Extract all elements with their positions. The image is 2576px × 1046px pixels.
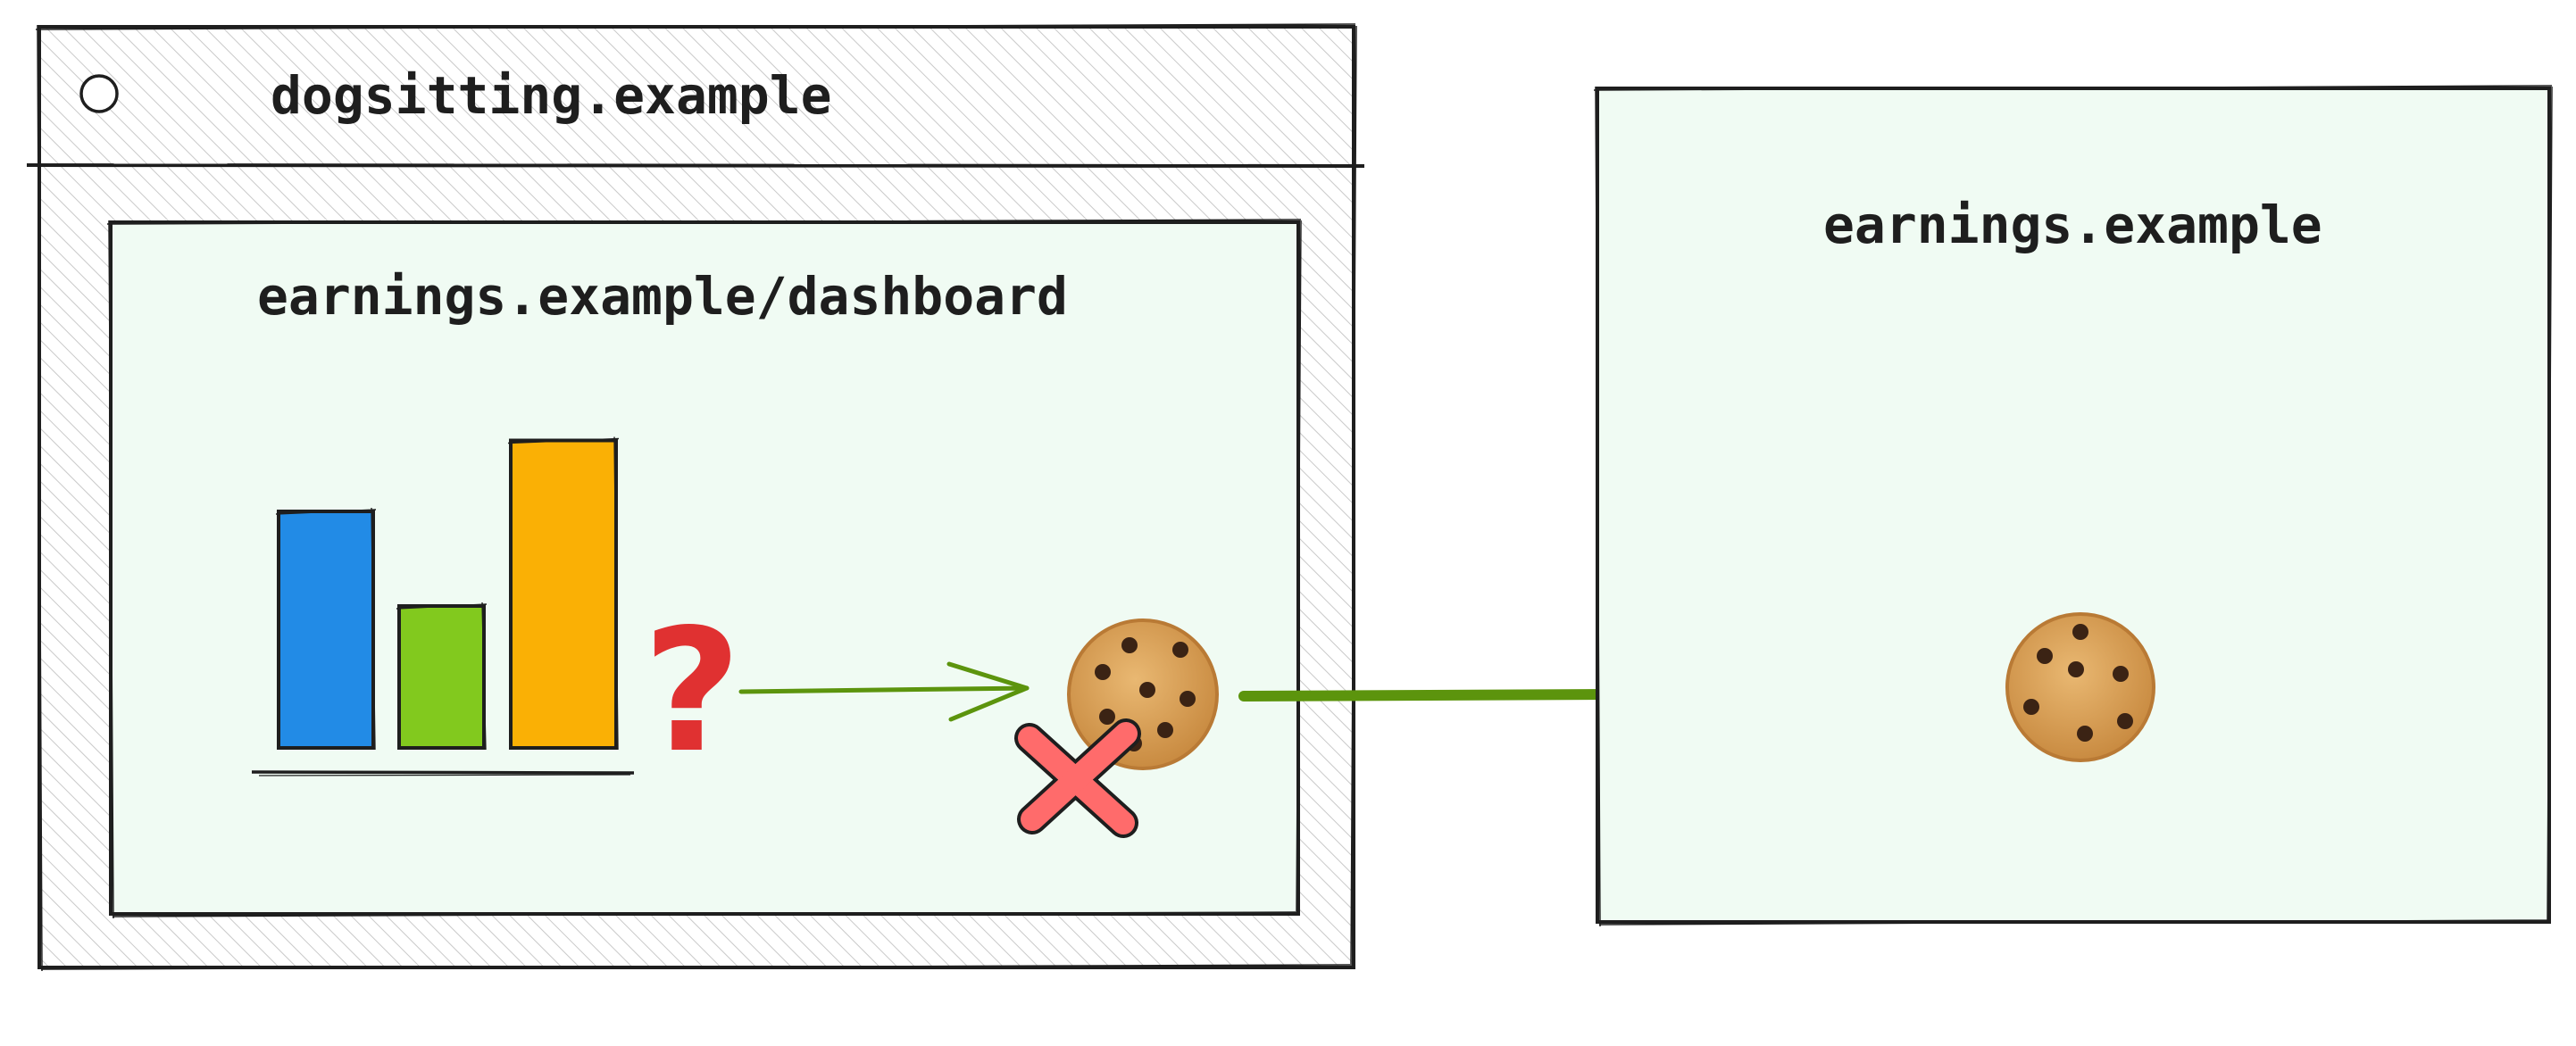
bar-chart-icon-bar-sketch xyxy=(275,507,377,751)
x-mark-icon xyxy=(1014,718,1141,838)
embedded-iframe: earnings.example/dashboard ? xyxy=(106,219,1302,919)
bar-chart-baseline xyxy=(251,770,635,775)
bar-chart-icon xyxy=(275,436,620,751)
bar-chart-icon-bar xyxy=(397,604,486,750)
bar-chart-icon-bar-sketch xyxy=(396,602,488,751)
earnings-site-box: earnings.example xyxy=(1593,85,2553,927)
outer-window-title: dogsitting.example xyxy=(271,65,832,126)
cookie-icon xyxy=(1067,618,1219,770)
earnings-site-frame-sketch xyxy=(1593,85,2553,927)
outer-window-frame-sketch xyxy=(35,23,1357,972)
circle-icon[interactable] xyxy=(79,74,119,113)
earnings-site-frame xyxy=(1596,87,2551,924)
arrow-to-blocked-cookie xyxy=(738,661,1030,722)
bar-chart-icon-bar-sketch xyxy=(507,436,620,751)
cookie-icon xyxy=(2005,612,2155,762)
question-mark: ? xyxy=(643,593,741,790)
bar-chart-icon-bar xyxy=(277,510,375,750)
bar-chart-icon-bar xyxy=(509,438,618,750)
title-bar-divider xyxy=(26,163,1365,168)
bar-chart-baseline-sketch xyxy=(258,774,631,776)
earnings-site-title: earnings.example xyxy=(1823,195,2322,255)
iframe-url: earnings.example/dashboard xyxy=(257,266,1068,327)
iframe-frame-sketch xyxy=(106,219,1302,919)
